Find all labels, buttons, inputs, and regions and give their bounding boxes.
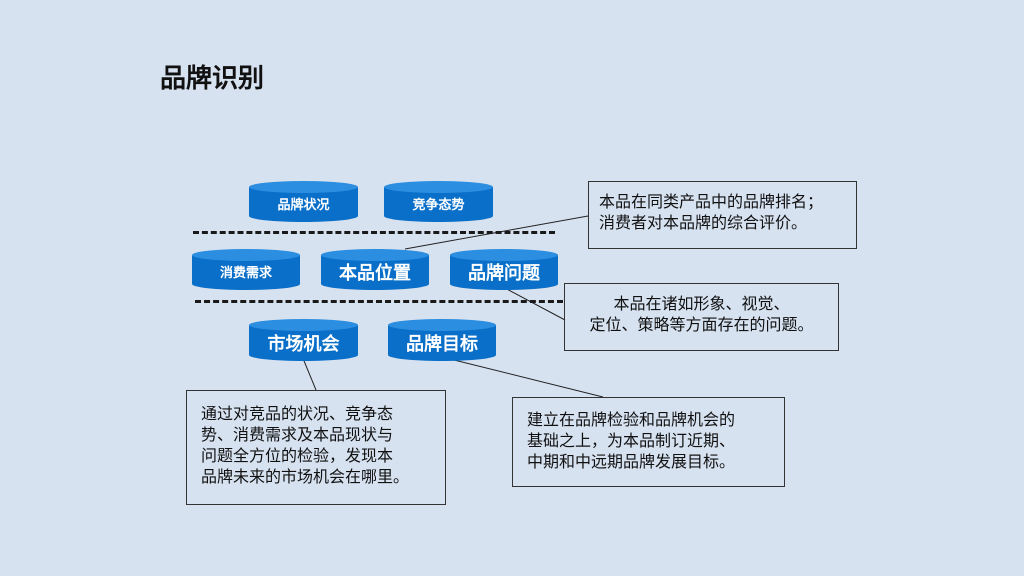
- node-brand-goal: 品牌目标: [388, 319, 496, 361]
- divider-line-bottom: [195, 300, 563, 303]
- node-consumer-demand: 消费需求: [192, 249, 300, 290]
- callout-text-line: 势、消费需求及本品现状与: [201, 425, 394, 444]
- callout-text-line: 问题全方位的检验，发现本: [201, 446, 394, 465]
- callout-position: 本品在同类产品中的品牌排名； 消费者对本品牌的综合评价。: [588, 181, 857, 249]
- node-brand-status: 品牌状况: [249, 181, 358, 222]
- callout-text-line: 品牌未来的市场机会在哪里。: [201, 467, 410, 486]
- node-product-position: 本品位置: [321, 249, 429, 290]
- divider-line-top: [193, 231, 555, 234]
- page-title: 品牌识别: [160, 64, 265, 94]
- callout-problem: 本品在诸如形象、视觉、 定位、策略等方面存在的问题。: [564, 283, 839, 351]
- callout-text-line: 本品在同类产品中的品牌排名；: [599, 192, 824, 211]
- callout-text-line: 基础之上，为本品制订近期、: [527, 431, 736, 450]
- callout-text-line: 通过对竞品的状况、竞争态: [201, 404, 394, 423]
- callout-text-line: 定位、策略等方面存在的问题。: [589, 315, 814, 334]
- callout-text-line: 消费者对本品牌的综合评价。: [599, 213, 808, 232]
- connector-goal: [441, 356, 604, 398]
- connector-opportunity: [301, 355, 317, 391]
- callout-text-line: 中期和中远期品牌发展目标。: [527, 452, 736, 471]
- connector-problem: [502, 286, 566, 321]
- callout-text-line: 建立在品牌检验和品牌机会的: [527, 410, 736, 429]
- node-market-opportunity: 市场机会: [249, 319, 358, 361]
- callout-text-line: 本品在诸如形象、视觉、: [613, 294, 790, 313]
- callout-goal: 建立在品牌检验和品牌机会的 基础之上，为本品制订近期、 中期和中远期品牌发展目标…: [512, 397, 785, 487]
- node-competition: 竞争态势: [384, 181, 493, 222]
- node-brand-problem: 品牌问题: [450, 249, 558, 290]
- callout-opportunity: 通过对竞品的状况、竞争态 势、消费需求及本品现状与 问题全方位的检验，发现本 品…: [186, 390, 446, 505]
